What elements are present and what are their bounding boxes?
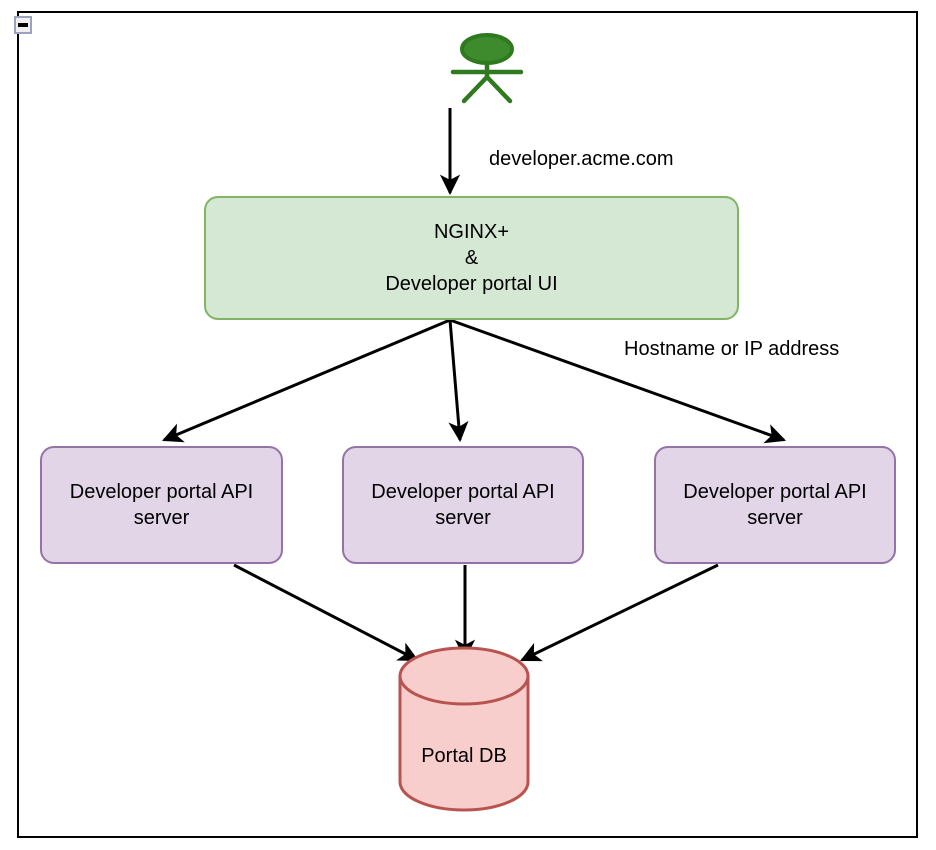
api-server-2-label: Developer portal API server (371, 481, 555, 529)
portal-db-label: Portal DB (421, 745, 507, 767)
node-developer-portal-api-server-3[interactable]: Developer portal API server (654, 446, 896, 564)
api-server-1-label: Developer portal API server (69, 481, 254, 529)
gateway-line-3: Developer portal UI (385, 273, 558, 295)
edge-label-hostname-or-ip-address: Hostname or IP address (624, 338, 840, 360)
node-developer-portal-api-server-1[interactable]: Developer portal API server (40, 446, 283, 564)
node-nginx-developer-portal-ui[interactable]: NGINX+ & Developer portal UI (204, 196, 739, 320)
gateway-line-1: NGINX+ (433, 221, 510, 243)
api-server-3-label: Developer portal API server (683, 481, 867, 529)
gateway-line-2: & (464, 247, 479, 269)
diagram-frame (17, 11, 918, 838)
minus-icon (18, 23, 28, 27)
collapse-button[interactable] (14, 16, 32, 34)
node-developer-portal-api-server-2[interactable]: Developer portal API server (342, 446, 584, 564)
edge-label-developer-acme-com: developer.acme.com (489, 148, 674, 170)
